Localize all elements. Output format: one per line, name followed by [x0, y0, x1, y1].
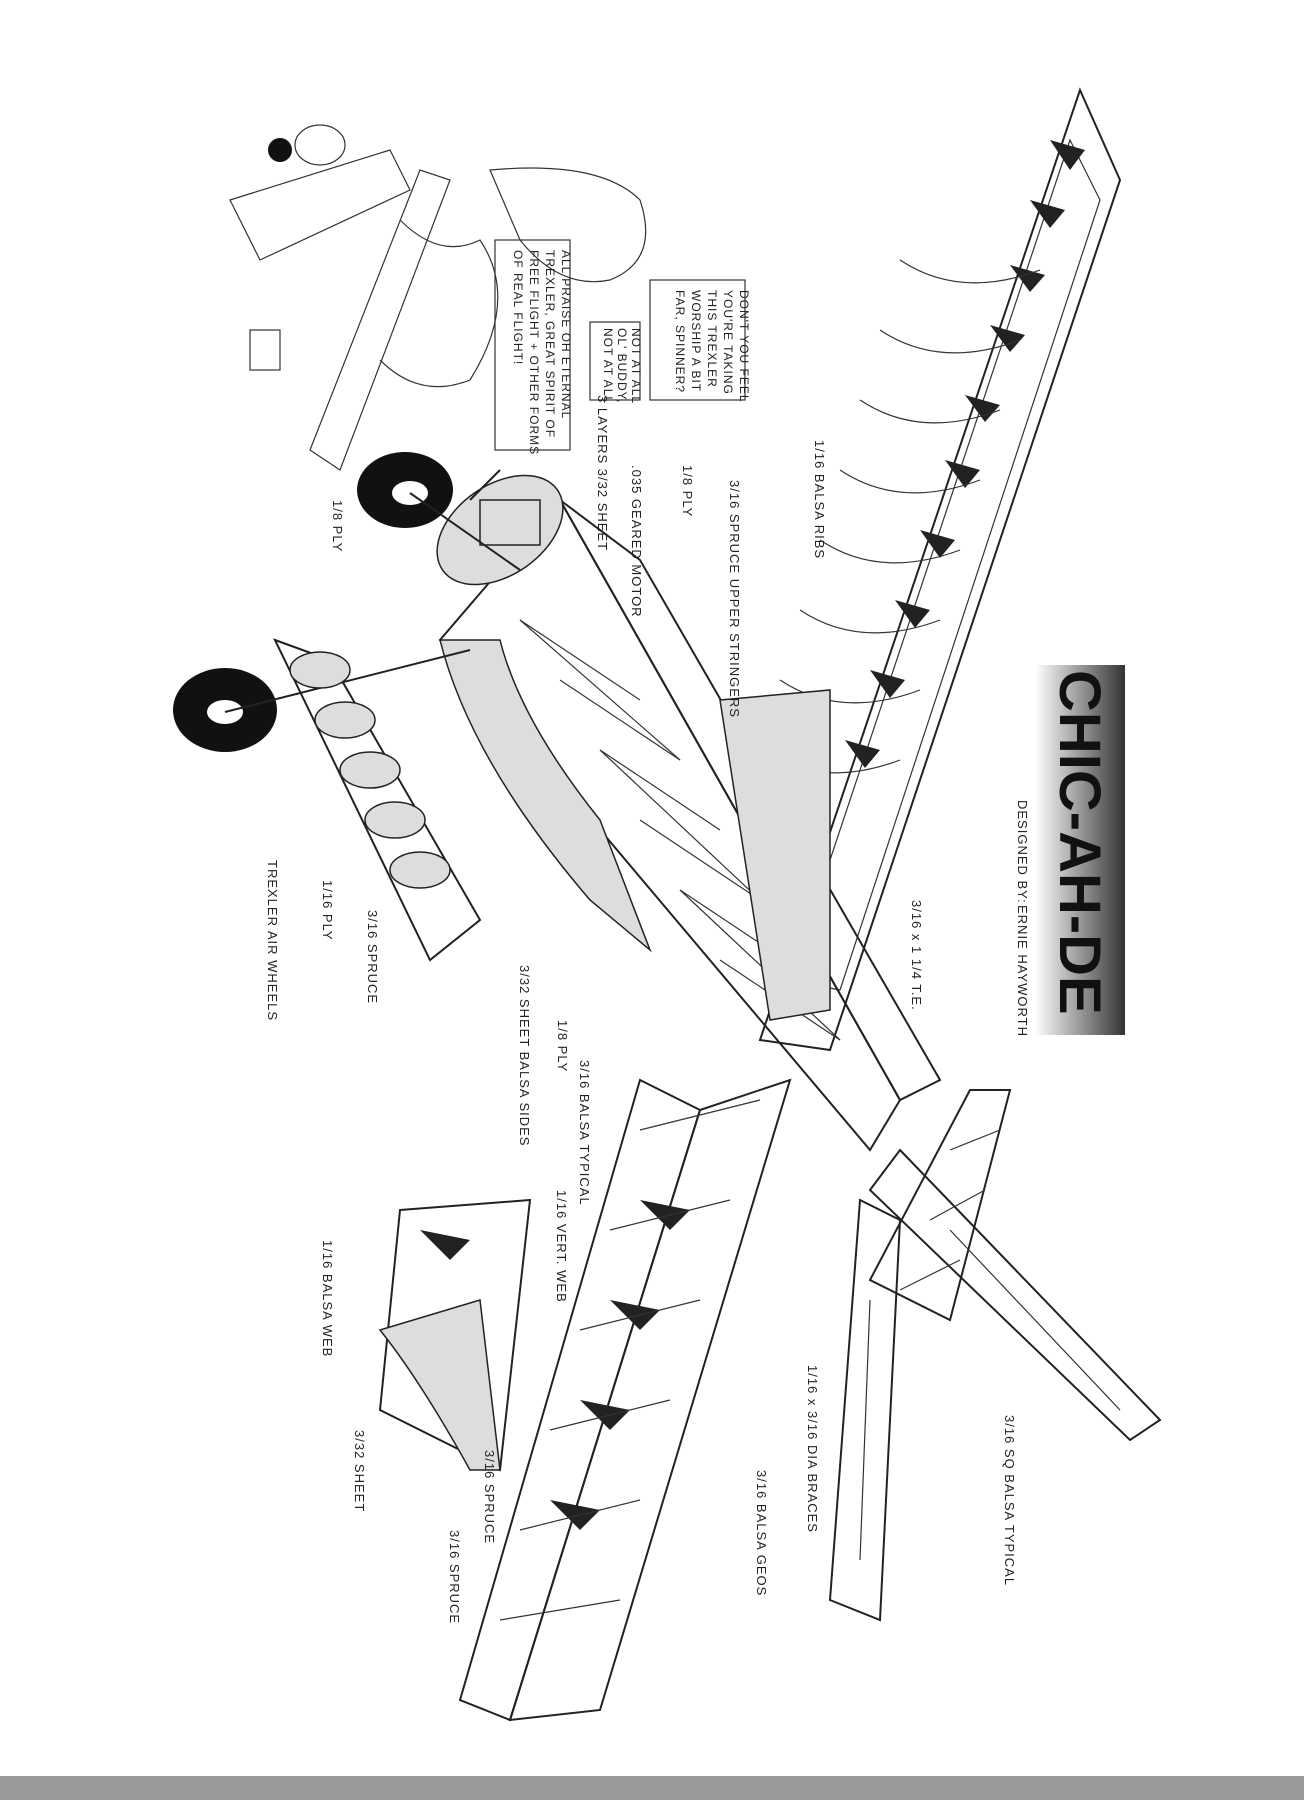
label-spruce-2: 3/16 SPRUCE	[447, 1530, 462, 1624]
label-ribs: 1/16 BALSA RIBS	[812, 440, 827, 559]
designer-name: ERNIE HAYWORTH	[1015, 905, 1030, 1037]
nose-and-motor	[436, 469, 564, 586]
label-stringers: 3/16 SPRUCE UPPER STRINGERS	[727, 480, 742, 718]
bubble-3-line: TREXLER, GREAT SPIRIT OF	[543, 250, 557, 438]
speech-bubble-2: NOT AT ALL OL' BUDDY, NOT AT ALL	[589, 321, 643, 404]
label-spruce-1: 3/16 SPRUCE	[482, 1450, 497, 1544]
battery-pack	[273, 638, 482, 962]
label-sq-balsa: 3/16 SQ BALSA TYPICAL	[1002, 1415, 1017, 1586]
tail-surfaces	[828, 1089, 1162, 1622]
label-battery-ply: 1/16 PLY	[320, 880, 335, 941]
lower-wing-panel	[458, 1078, 792, 1722]
wheel-upper	[357, 452, 521, 571]
label-balsa-typical: 3/16 BALSA TYPICAL	[577, 1060, 592, 1206]
bubble-2-line: NOT AT ALL	[629, 328, 643, 404]
label-tip-sheet: 3/32 SHEET	[352, 1430, 367, 1512]
bubble-3-line: ALL PRAISE OH ETERNAL	[559, 250, 573, 419]
bubble-1-line: THIS TREXLER	[705, 290, 719, 388]
label-vert-web: 1/16 VERT. WEB	[554, 1190, 569, 1303]
title-banner: CHIC-AH-DE DESIGNED BY: ERNIE HAYWORTH	[1015, 665, 1125, 1037]
cartoon-figures	[229, 124, 647, 471]
speech-bubble-3: ALL PRAISE OH ETERNAL TREXLER, GREAT SPI…	[494, 239, 573, 455]
bubble-2-line: OL' BUDDY,	[615, 328, 629, 403]
designer-prefix: DESIGNED BY:	[1015, 800, 1030, 904]
label-gear-ply: 1/8 PLY	[330, 500, 345, 552]
callout-labels: 3 LAYERS 3/32 SHEET .035 GEARED MOTOR 1/…	[265, 395, 1017, 1624]
label-wheels: TREXLER AIR WHEELS	[265, 860, 280, 1021]
label-battery-spruce: 3/16 SPRUCE	[365, 910, 380, 1004]
label-trailing-edge: 3/16 x 1 1/4 T.E.	[909, 900, 924, 1011]
label-side-ply: 1/8 PLY	[555, 1020, 570, 1072]
bubble-1-line: WORSHIP A BIT	[689, 290, 703, 392]
bubble-1-line: FAR, SPINNER?	[673, 290, 687, 393]
wing-tip-detail	[378, 1198, 532, 1472]
wheel-lower	[173, 649, 471, 752]
fuselage	[438, 498, 942, 1152]
label-sides: 3/32 SHEET BALSA SIDES	[517, 965, 532, 1146]
label-motor: .035 GEARED MOTOR	[629, 465, 644, 618]
upper-wing-panel	[758, 87, 1122, 1052]
label-dia-braces: 1/16 x 3/16 DIA BRACES	[805, 1365, 820, 1533]
bubble-2-line: NOT AT ALL	[601, 328, 615, 404]
label-firewall-ply: 1/8 PLY	[680, 465, 695, 517]
bubble-1-line: YOU'RE TAKING	[721, 290, 735, 395]
label-nose-sheet: 3 LAYERS 3/32 SHEET	[595, 395, 610, 551]
label-balsa-geos: 3/16 BALSA GEOS	[754, 1470, 769, 1596]
label-balsa-web: 1/16 BALSA WEB	[320, 1240, 335, 1357]
bubble-1-line: DON'T YOU FEEL	[737, 290, 751, 403]
speech-bubble-1: DON'T YOU FEEL YOU'RE TAKING THIS TREXLE…	[649, 279, 751, 403]
scan-edge-bar	[0, 1776, 1304, 1800]
bubble-3-line: FREE FLIGHT + OTHER FORMS	[527, 250, 541, 455]
bubble-3-line: OF REAL FLIGHT!	[511, 250, 525, 365]
title-text: CHIC-AH-DE	[1047, 670, 1112, 1015]
